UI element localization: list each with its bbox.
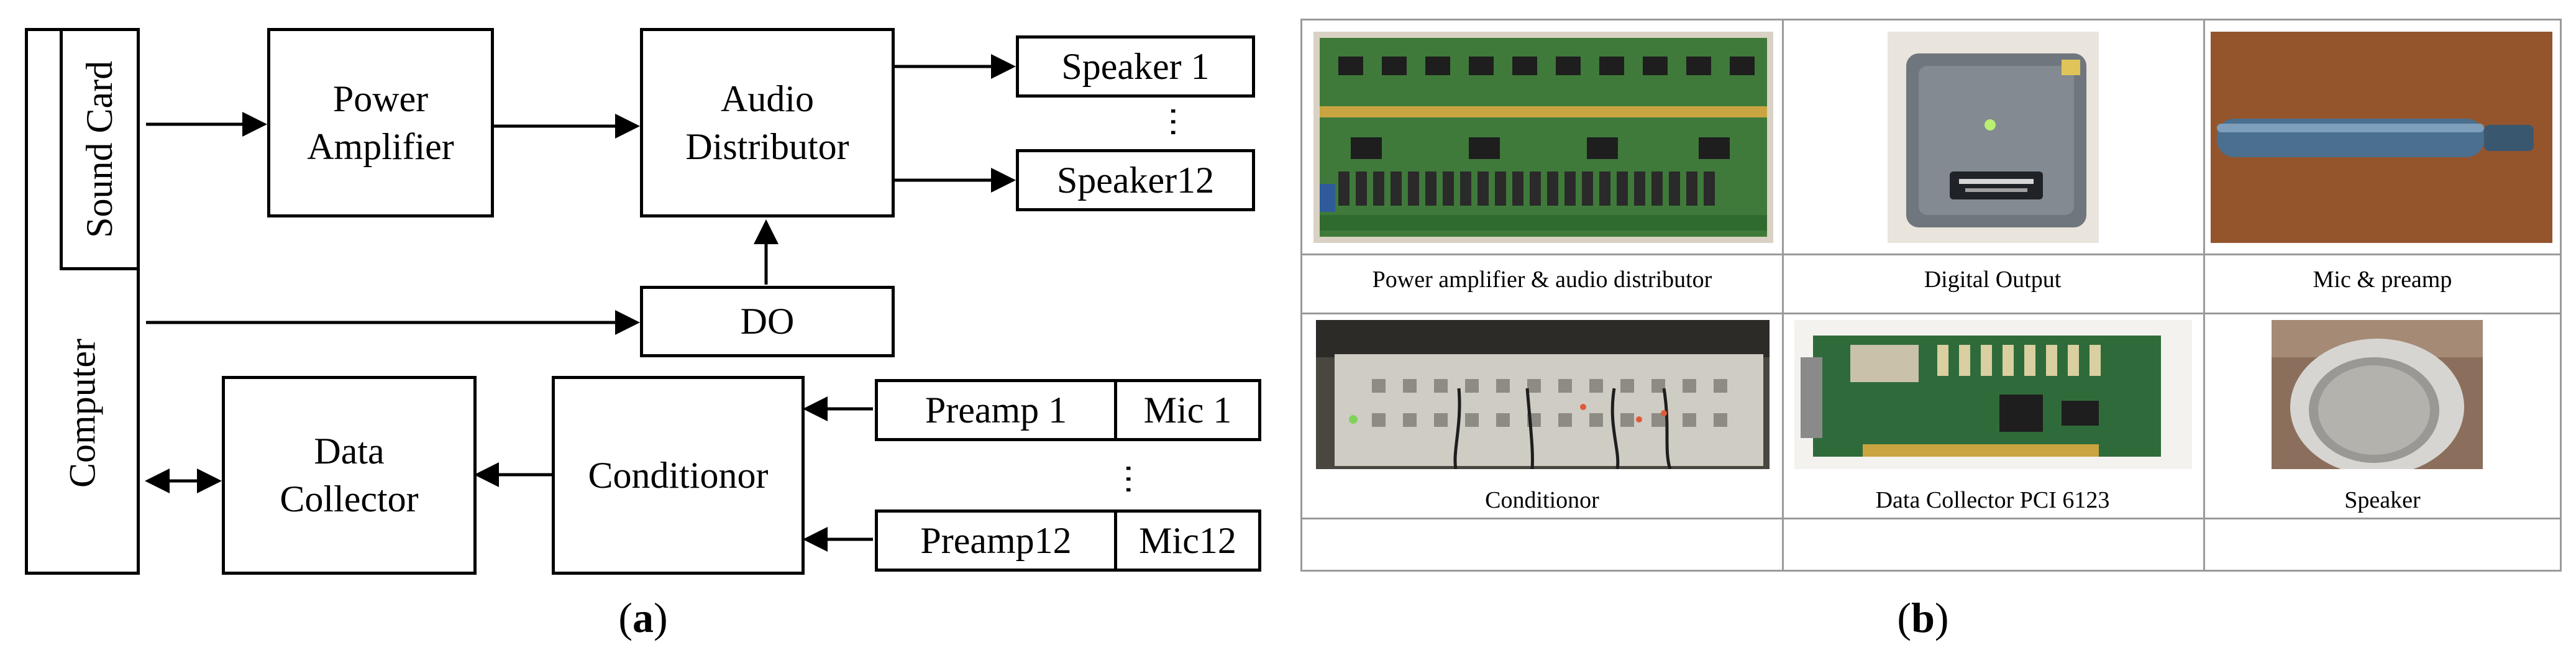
caption-b: (b): [1897, 594, 1949, 641]
speaker-ellipsis: ⋯: [1156, 106, 1191, 138]
preamp-12-box: Preamp12: [875, 509, 1117, 572]
grid-divider-v1: [1782, 21, 1784, 570]
sound-card-box: Sound Card: [60, 28, 140, 270]
do-label: DO: [740, 301, 795, 342]
power-amplifier-box: Power Amplifier: [267, 28, 494, 217]
mic-ellipsis: ⋯: [1111, 463, 1146, 495]
grid-divider-h-top: [1302, 254, 2560, 255]
cell-mic-preamp: Mic & preamp: [2203, 21, 2562, 313]
speaker-12-box: Speaker12: [1016, 149, 1255, 211]
cell-label-data-collector: Data Collector PCI 6123: [1875, 487, 2110, 513]
sound-card-label: Sound Card: [79, 60, 121, 238]
preamp-1-box: Preamp 1: [875, 379, 1117, 441]
speaker-12-label: Speaker12: [1056, 159, 1215, 201]
connector-lines: [145, 54, 1016, 552]
data-collector-line-2: Collector: [280, 478, 419, 519]
digital-output-photo: [1888, 32, 2099, 243]
cell-digital-output: Digital Output: [1782, 21, 2203, 313]
mic-1-box: Mic 1: [1114, 379, 1261, 441]
cell-label-speaker: Speaker: [2344, 487, 2421, 513]
cell-label-conditionor: Conditionor: [1485, 487, 1599, 513]
preamp-12-label: Preamp12: [920, 519, 1072, 561]
computer-label: Computer: [62, 339, 103, 488]
grid-divider-h2: [1302, 518, 2560, 519]
caption-b-letter: b: [1911, 594, 1935, 641]
preamp-1-label: Preamp 1: [925, 389, 1067, 431]
audio-distributor-line-1: Audio: [720, 78, 814, 119]
power-amplifier-line-1: Power: [332, 78, 429, 119]
audio-distributor-line-2: Distributor: [685, 126, 849, 167]
mic-1-label: Mic 1: [1143, 389, 1232, 431]
speaker-photo: [2272, 320, 2483, 469]
do-box: DO: [640, 286, 895, 357]
conditionor-photo: [1316, 320, 1770, 469]
mic-12-box: Mic12: [1114, 509, 1261, 572]
mic-12-label: Mic12: [1139, 519, 1236, 561]
caption-a-letter: a: [633, 594, 654, 641]
cell-label-mic-preamp: Mic & preamp: [2313, 267, 2452, 293]
speaker-1-box: Speaker 1: [1016, 35, 1255, 98]
cell-label-digital-output: Digital Output: [1924, 267, 2062, 293]
power-amplifier-line-2: Amplifier: [307, 126, 454, 167]
photo-grid: Power amplifier & audio distributor Digi…: [1300, 19, 2562, 572]
conditionor-box: Conditionor: [552, 376, 805, 575]
mic-preamp-photo: [2211, 32, 2552, 243]
cell-data-collector: Data Collector PCI 6123: [1782, 313, 2203, 518]
data-collector-line-1: Data: [314, 431, 385, 472]
data-collector-photo: [1794, 320, 2192, 469]
caption-a: (a): [618, 594, 668, 641]
cell-conditionor: Conditionor: [1302, 313, 1782, 518]
grid-divider-v2: [2203, 21, 2205, 570]
cell-speaker: Speaker: [2203, 313, 2562, 518]
cell-label-power-amplifier: Power amplifier & audio distributor: [1372, 267, 1712, 293]
power-amplifier-photo: [1313, 32, 1773, 243]
audio-distributor-box: Audio Distributor: [640, 28, 895, 217]
data-collector-box: Data Collector: [222, 376, 477, 575]
cell-power-amplifier: Power amplifier & audio distributor: [1302, 21, 1782, 313]
conditionor-label: Conditionor: [588, 454, 769, 496]
grid-divider-h1: [1302, 313, 2560, 314]
speaker-1-label: Speaker 1: [1061, 45, 1210, 87]
